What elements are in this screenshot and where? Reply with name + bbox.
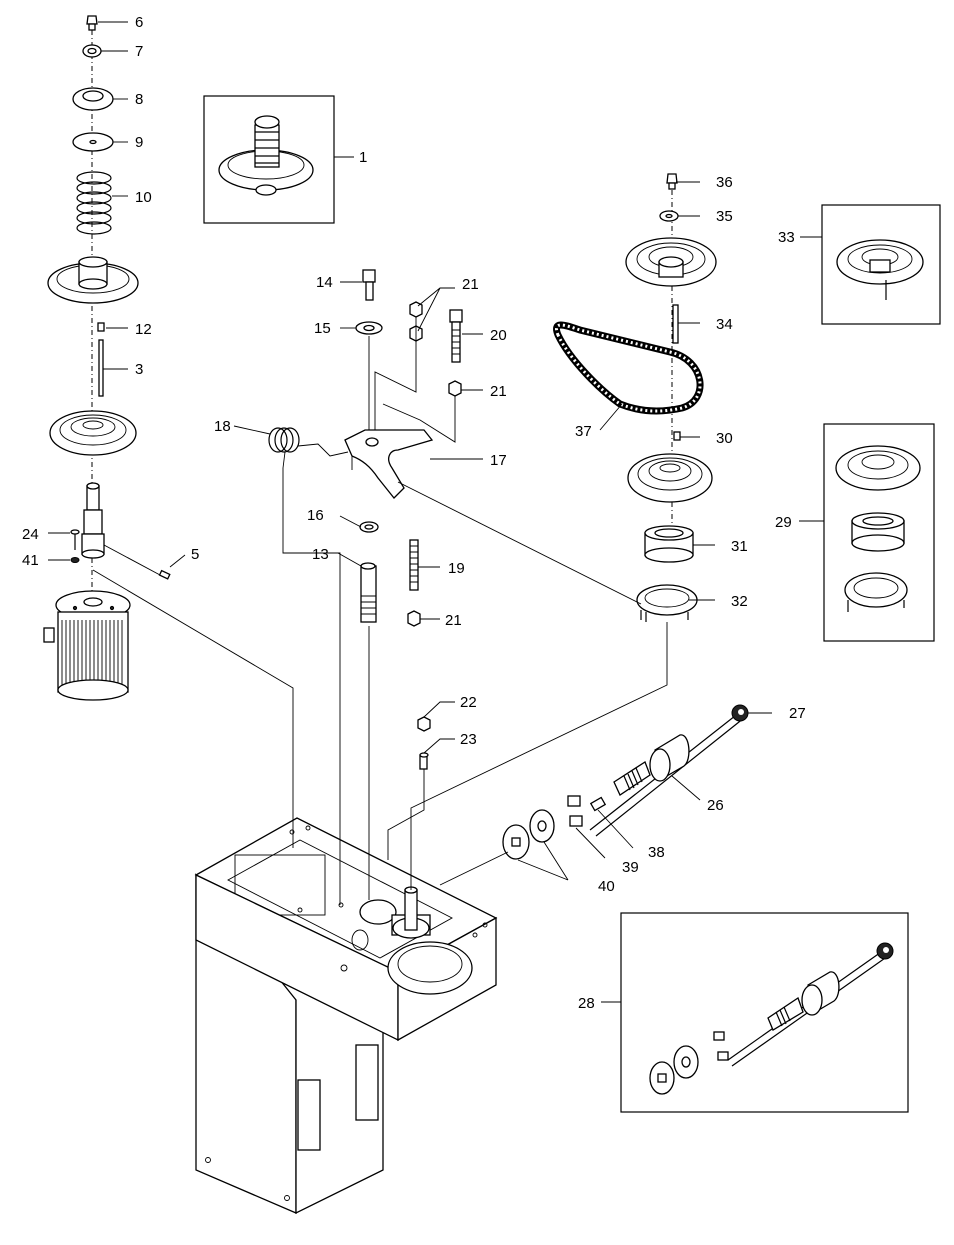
part-8-spring-cup [72, 87, 114, 111]
guide-lines [92, 468, 668, 905]
callout-23: 23 [460, 731, 477, 748]
part-35-washer [659, 210, 679, 222]
inset-29-bearing-set [823, 423, 935, 642]
part-26-shaft-assembly [502, 704, 749, 860]
callout-37: 37 [575, 423, 592, 440]
callout-10: 10 [135, 189, 152, 206]
callout-17: 17 [490, 452, 507, 469]
part-32-bearing-housing [636, 584, 698, 622]
part-6-grease-nipple [86, 15, 98, 31]
part-38-screw [589, 796, 607, 812]
part-22-nut [417, 716, 431, 732]
callout-21c: 21 [445, 612, 462, 629]
callout-41: 41 [22, 552, 39, 569]
callout-9: 9 [135, 134, 143, 151]
part-18-torsion-spring [268, 427, 349, 469]
callout-12: 12 [135, 321, 152, 338]
callout-32: 32 [731, 593, 748, 610]
part-40-discs [502, 809, 555, 860]
callout-36: 36 [716, 174, 733, 191]
callout-24: 24 [22, 526, 39, 543]
part-9-flat-washer [72, 132, 114, 152]
center-linkage [268, 269, 463, 770]
machine-base-housing [194, 817, 498, 1215]
callout-33: 33 [778, 229, 795, 246]
callout-40: 40 [598, 878, 615, 895]
part-39-block [569, 815, 583, 827]
upper-driven-pulley [625, 237, 717, 287]
leader-lines [48, 21, 824, 1003]
part-16-washer [359, 521, 379, 533]
part-34-pin [672, 304, 679, 344]
callout-14: 14 [316, 274, 333, 291]
callout-39: 39 [622, 859, 639, 876]
part-20-bolt [449, 309, 463, 363]
callout-13: 13 [312, 546, 329, 563]
lower-pulley-half [49, 410, 137, 456]
callout-18: 18 [214, 418, 231, 435]
part-7-washer [82, 44, 102, 58]
motor-shaft-sleeve [81, 482, 105, 559]
callout-29: 29 [775, 514, 792, 531]
upper-pulley-half [47, 256, 139, 304]
left-spindle-stack [43, 15, 171, 701]
callout-30: 30 [716, 430, 733, 447]
part-41-washer [70, 557, 80, 563]
callout-3: 3 [135, 361, 143, 378]
part-31-bearing [644, 525, 694, 563]
part-12-key [97, 322, 105, 332]
callout-19: 19 [448, 560, 465, 577]
part-19-stud [409, 539, 419, 591]
part-15-washer [355, 321, 383, 335]
callout-8: 8 [135, 91, 143, 108]
callout-5: 5 [191, 546, 199, 563]
callout-27: 27 [789, 705, 806, 722]
callout-15: 15 [314, 320, 331, 337]
part-17-fork-arm [344, 429, 434, 499]
part-13-shaft [360, 562, 377, 623]
callout-28: 28 [578, 995, 595, 1012]
inset-1-pulley-assembly [203, 95, 335, 224]
lower-driven-pulley [627, 453, 713, 503]
part-5-set-screw [103, 544, 171, 580]
callout-6: 6 [135, 14, 143, 31]
inset-28-shaft-assembly [620, 912, 909, 1113]
callout-1: 1 [359, 149, 367, 166]
part-37-belt [553, 321, 704, 415]
callout-20: 20 [490, 327, 507, 344]
part-36-grease-nipple [666, 173, 678, 190]
callout-31: 31 [731, 538, 748, 555]
part-10-spring [76, 171, 112, 235]
callout-34: 34 [716, 316, 733, 333]
callout-16: 16 [307, 507, 324, 524]
part-30-key [673, 431, 681, 441]
part-23-screw [419, 752, 429, 770]
callout-35: 35 [716, 208, 733, 225]
callout-22: 22 [460, 694, 477, 711]
callout-21a: 21 [462, 276, 479, 293]
motor [43, 590, 131, 701]
callout-labels: 6 7 8 9 10 12 3 5 24 41 1 14 15 21 20 21… [22, 14, 806, 1012]
callout-38: 38 [648, 844, 665, 861]
callout-7: 7 [135, 43, 143, 60]
callout-26: 26 [707, 797, 724, 814]
right-pulley-stack [553, 173, 717, 622]
part-3-pin [98, 339, 104, 397]
part-14-bolt [362, 269, 376, 301]
callout-21b: 21 [490, 383, 507, 400]
part-24-screw [70, 529, 80, 550]
inset-33-pulley [821, 204, 941, 325]
